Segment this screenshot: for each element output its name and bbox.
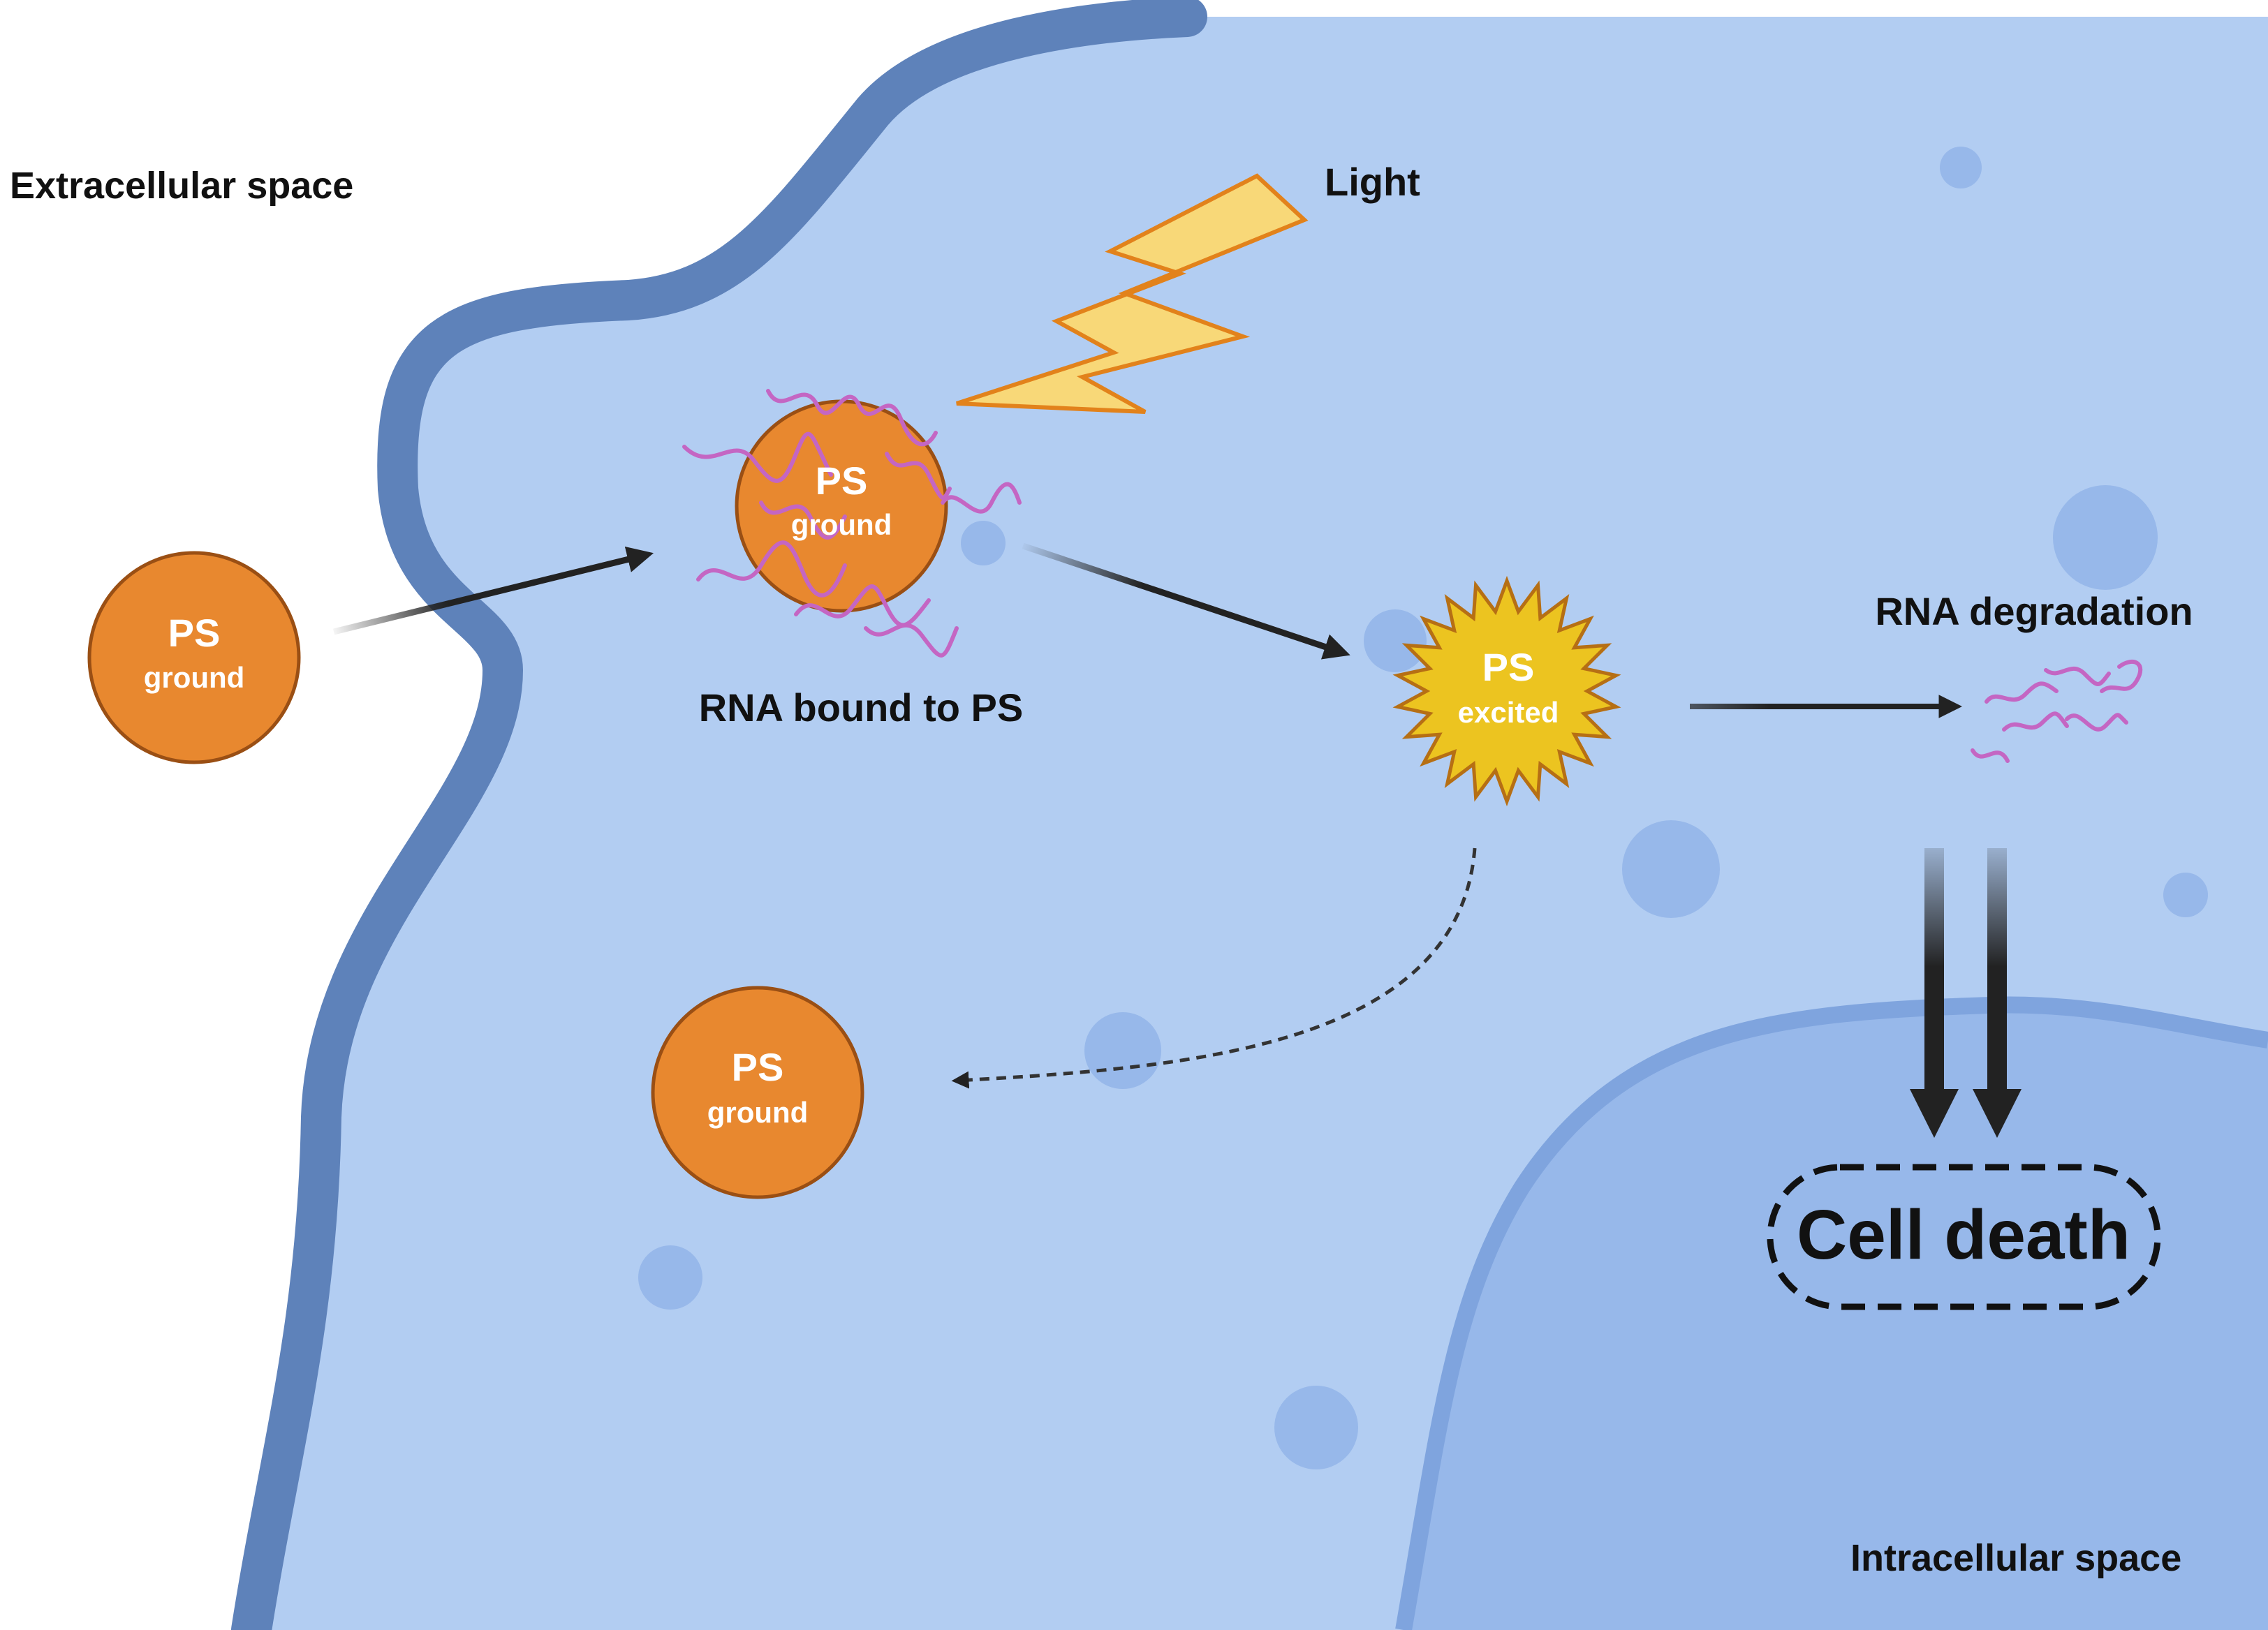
ps-title: PS — [1482, 645, 1535, 689]
rna-fragment — [1984, 681, 2059, 704]
intracellular-label: Intracellular space — [1850, 1537, 2181, 1579]
ps-state: ground — [707, 1096, 809, 1129]
uptake-arrow — [332, 546, 654, 635]
rna-strand — [766, 389, 938, 447]
vesicle — [1364, 609, 1427, 672]
ps-state: ground — [791, 508, 892, 541]
relaxation-arrow — [951, 847, 1477, 1089]
ps-returned: PS ground — [651, 986, 864, 1199]
rna-strand — [885, 452, 952, 501]
cell-death-arrowhead — [1910, 1089, 1959, 1138]
rna-strand — [864, 623, 959, 658]
vesicle — [961, 521, 1006, 565]
vesicle — [1274, 1386, 1358, 1469]
degraded-rna-fragments — [1971, 659, 2143, 763]
ps-circle — [651, 986, 864, 1199]
cell-death-box — [1767, 1164, 2161, 1310]
vesicle — [1940, 147, 1982, 188]
rna-fragment — [2100, 659, 2143, 693]
excitation-arrow — [1022, 542, 1350, 660]
ps-state: excited — [1458, 696, 1559, 729]
ps-title: PS — [732, 1045, 784, 1089]
ps-circle — [735, 399, 948, 613]
cell-death-arrowhead — [1973, 1089, 2022, 1138]
lightning-bolt-icon — [956, 173, 1309, 414]
nucleus — [1404, 1005, 2268, 1630]
ps-excited: PS excited — [1392, 575, 1621, 807]
vesicle — [2053, 485, 2158, 590]
ps-title: PS — [816, 459, 868, 503]
vesicle — [638, 1245, 702, 1310]
ps-rna-complex: PS ground — [682, 389, 1022, 658]
excited-star-icon — [1392, 575, 1621, 807]
extracellular-label: Extracellular space — [10, 165, 353, 207]
rna-strands — [682, 389, 1022, 658]
rna-strand — [941, 482, 1022, 514]
ps-extracellular: PS ground — [87, 551, 301, 764]
cell-membrane — [231, 0, 1207, 1630]
rna-strand — [696, 540, 847, 598]
rna-fragment — [2002, 711, 2069, 732]
cell-death-label: Cell death — [1797, 1196, 2130, 1274]
vesicle — [1084, 1012, 1161, 1089]
light-label: Light — [1325, 160, 1420, 204]
rna-strand — [682, 431, 833, 483]
ps-title: PS — [168, 611, 221, 655]
rna-strand — [759, 501, 847, 540]
rna-bound-label: RNA bound to PS — [699, 686, 1024, 729]
rna-fragment — [2044, 666, 2111, 686]
rna-degradation-label: RNA degradation — [1875, 589, 2193, 633]
nucleus-membrane — [1395, 996, 2268, 1630]
ps-circle — [87, 551, 301, 764]
rna-fragment — [1971, 748, 2010, 763]
vesicle — [1622, 820, 1720, 918]
ps-state: ground — [144, 661, 245, 694]
rna-fragment — [2065, 713, 2128, 732]
vesicle — [2163, 873, 2208, 917]
